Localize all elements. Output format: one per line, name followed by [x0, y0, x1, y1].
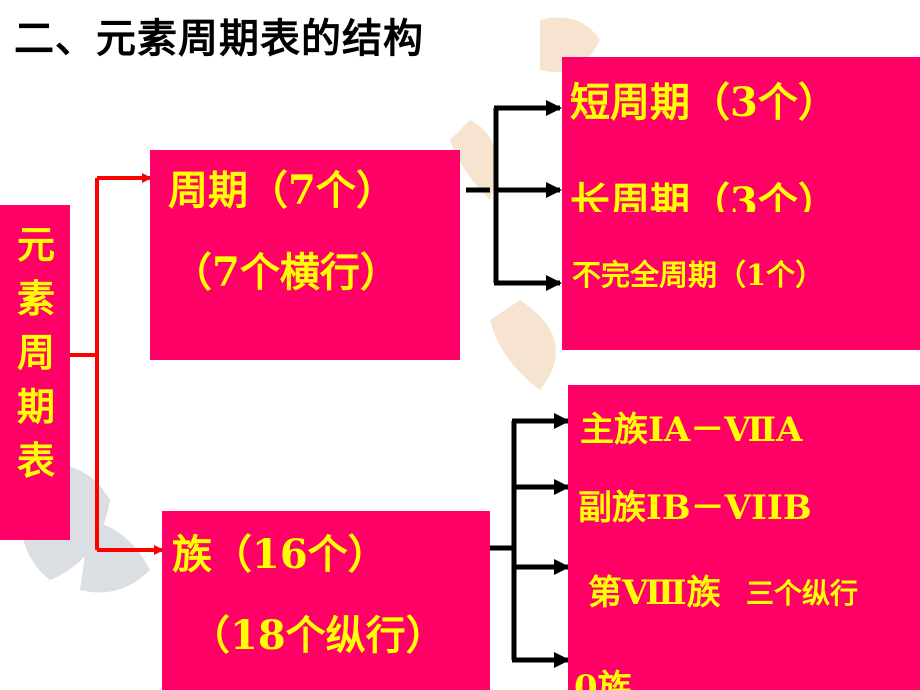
root-label: 元素周期表 — [16, 223, 55, 483]
group-item-main: 主族ⅠA－ⅦA — [580, 410, 803, 450]
period-line1: 周期（7个） — [168, 167, 396, 214]
groups-box — [568, 385, 920, 690]
period-box — [150, 150, 460, 360]
slide-title: 二、元素周期表的结构 — [14, 16, 424, 62]
period-item-long: 长周期（3个） — [570, 179, 838, 212]
family-box — [162, 511, 490, 690]
family-line1: 族（16个） — [172, 531, 388, 578]
period-item-short: 短周期（3个） — [570, 79, 838, 126]
group-item-zero: 0族 — [574, 668, 632, 690]
period-line2: （7个横行） — [172, 249, 400, 296]
periods-box — [562, 57, 920, 350]
group-item-sub: 副族IB－VIIB — [578, 488, 812, 528]
group-item-eighth: 第Ⅷ族 — [588, 573, 721, 613]
root-box — [0, 205, 70, 540]
period-item-incomplete: 不完全周期（1个） — [572, 258, 825, 292]
family-line2: （18个纵行） — [190, 612, 446, 659]
group-item-eighth-note: 三个纵行 — [746, 577, 859, 610]
